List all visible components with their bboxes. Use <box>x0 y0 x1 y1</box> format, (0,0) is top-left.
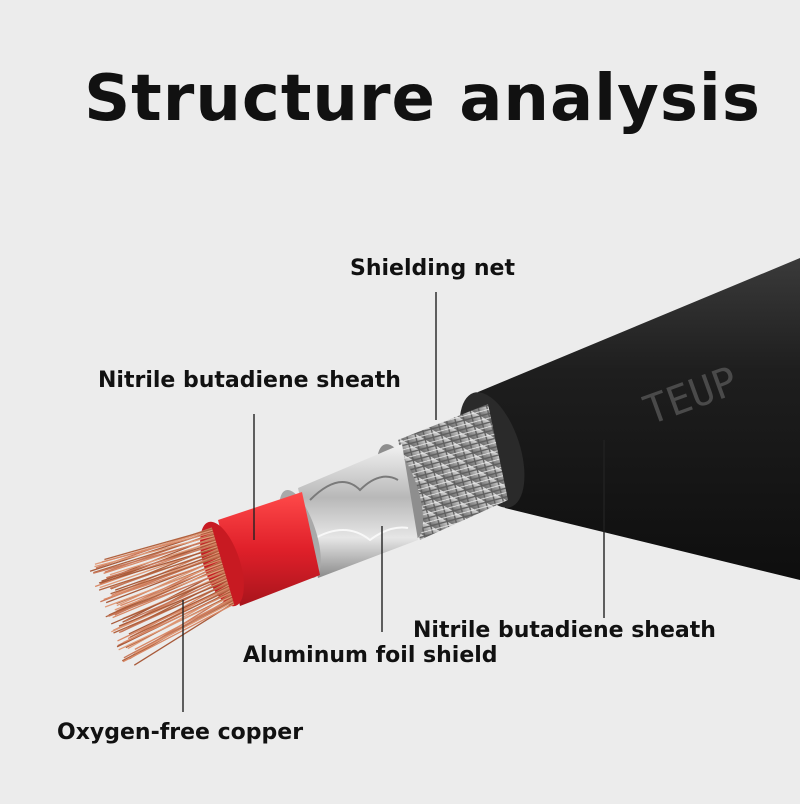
copper-strand <box>108 571 225 617</box>
copper-strand <box>125 576 227 622</box>
copper-strand <box>123 599 234 659</box>
label-copper: Oxygen-free copper <box>57 720 304 745</box>
copper-strand <box>120 564 224 607</box>
copper-strand <box>115 552 220 591</box>
page-title: Structure analysis <box>84 62 761 136</box>
copper-strand <box>117 586 230 642</box>
copper-strands <box>89 527 235 666</box>
copper-strand <box>122 592 232 644</box>
outer-jacket <box>459 258 800 580</box>
label-shielding-net: Shielding net <box>350 256 515 281</box>
copper-strand <box>110 574 226 625</box>
copper-strand <box>118 595 233 651</box>
copper-strand <box>128 585 230 635</box>
label-inner-sheath: Nitrile butadiene sheath <box>98 368 401 393</box>
copper-strand <box>118 580 228 627</box>
copper-strand <box>104 528 213 561</box>
copper-strand <box>93 538 216 574</box>
copper-strand <box>122 603 235 663</box>
copper-strand <box>113 583 229 634</box>
copper-strand <box>104 562 223 608</box>
copper-strand <box>101 531 214 563</box>
copper-strand <box>98 547 218 584</box>
copper-strand <box>94 535 215 568</box>
copper-strand <box>114 568 225 611</box>
leader-lines <box>182 292 605 712</box>
label-outer-sheath: Nitrile butadiene sheath <box>413 618 716 643</box>
copper-strand <box>103 559 222 601</box>
copper-strand <box>134 601 234 654</box>
copper-strand <box>109 540 217 576</box>
copper-strand <box>110 556 221 595</box>
label-aluminum-foil: Aluminum foil shield <box>243 643 498 668</box>
copper-strand <box>106 543 217 579</box>
copper-strand <box>98 550 219 591</box>
copper-strand <box>129 589 231 638</box>
